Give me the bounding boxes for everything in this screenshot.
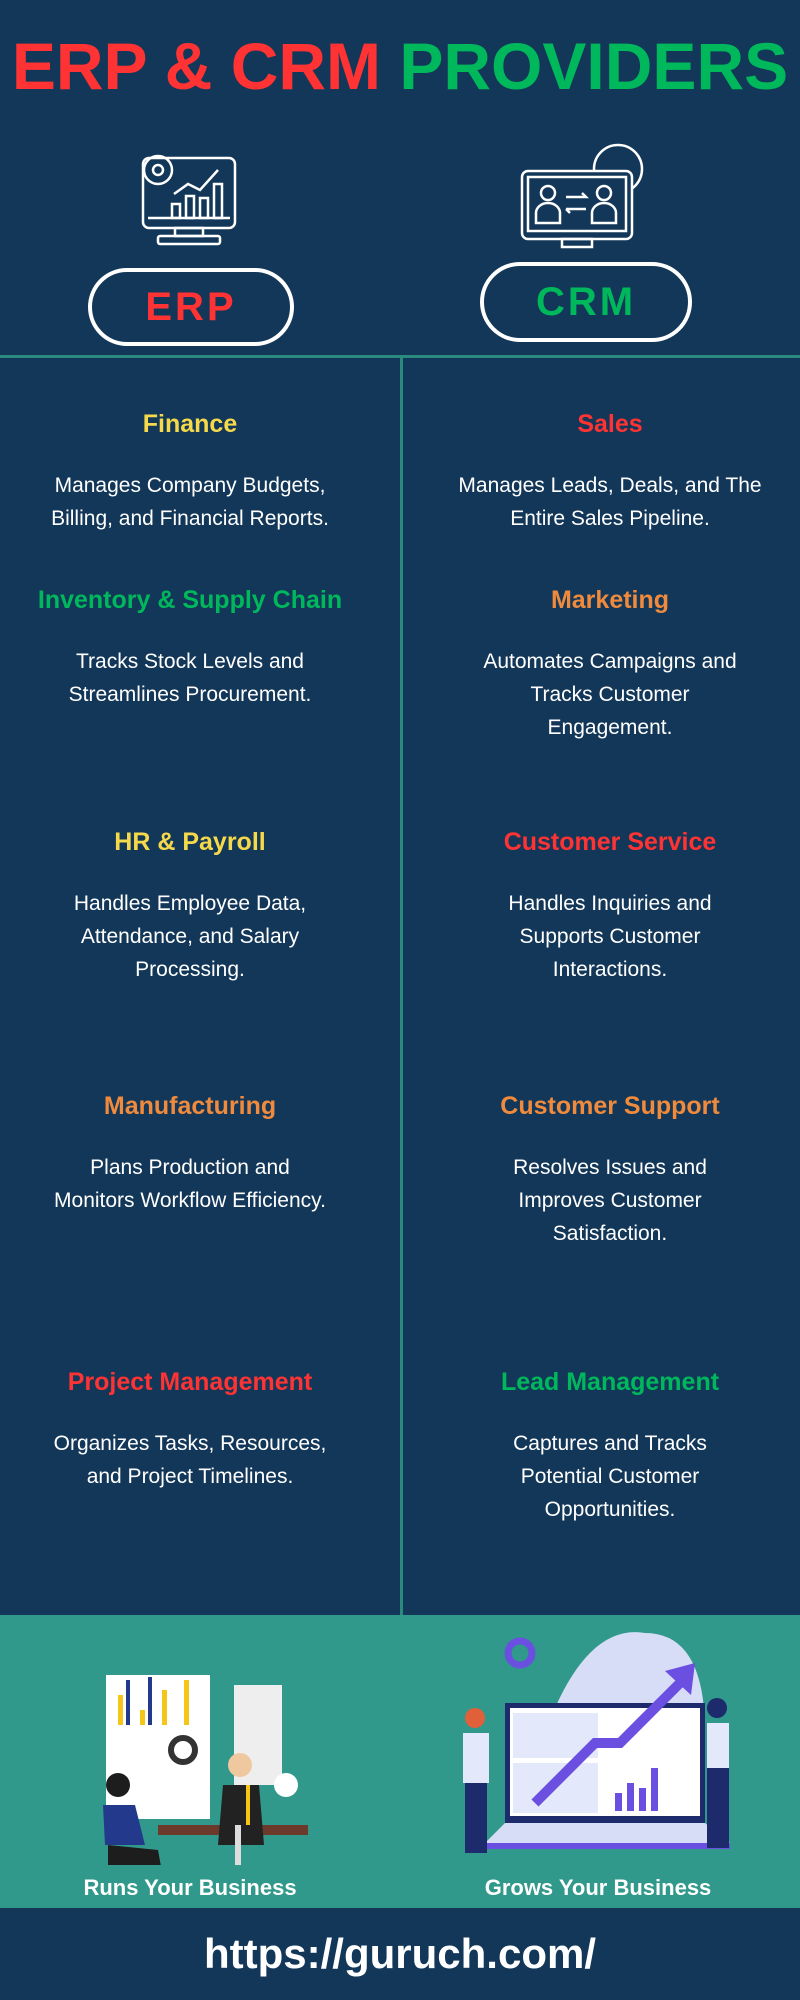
section-description: Handles Inquiries and Supports Customer … bbox=[508, 892, 712, 981]
erp-caption: Runs Your Business bbox=[83, 1875, 297, 1900]
vertical-divider bbox=[400, 357, 403, 1615]
monitor-people-exchange-icon bbox=[520, 143, 644, 249]
section-title: Project Management bbox=[67, 1368, 313, 1396]
section-description: Resolves Issues and Improves Customer Sa… bbox=[513, 1156, 707, 1245]
section-description: Automates Campaigns and Tracks Customer … bbox=[483, 650, 737, 739]
crm-caption: Grows Your Business bbox=[484, 1875, 712, 1900]
section-title: Customer Service bbox=[503, 828, 717, 856]
business-meeting-illustration bbox=[103, 1675, 308, 1865]
erp-pill-button[interactable]: ERP bbox=[88, 268, 294, 346]
section-title: HR & Payroll bbox=[114, 828, 266, 856]
section-title: Marketing bbox=[550, 586, 670, 614]
section-description: Tracks Stock Levels and Streamlines Proc… bbox=[68, 650, 312, 706]
section-description: Captures and Tracks Potential Customer O… bbox=[513, 1432, 707, 1521]
monitor-chart-gear-icon bbox=[141, 154, 237, 246]
section-description: Handles Employee Data, Attendance, and S… bbox=[73, 892, 307, 981]
page-title: ERP & CRM PROVIDERS bbox=[11, 29, 789, 103]
section-title: Finance bbox=[142, 410, 238, 438]
website-link[interactable]: https://guruch.com/ bbox=[204, 1930, 596, 1977]
section-description: Plans Production and Monitors Workflow E… bbox=[54, 1156, 326, 1212]
section-description: Manages Leads, Deals, and The Entire Sal… bbox=[458, 474, 762, 530]
horizontal-divider bbox=[0, 355, 800, 358]
section-description: Manages Company Budgets, Billing, and Fi… bbox=[51, 474, 329, 530]
growth-chart-illustration bbox=[463, 1632, 730, 1853]
footer: https://guruch.com/ bbox=[0, 1908, 800, 2000]
crm-pill-button[interactable]: CRM bbox=[480, 262, 692, 342]
section-title: Inventory & Supply Chain bbox=[37, 586, 343, 614]
section-title: Lead Management bbox=[500, 1368, 720, 1396]
section-description: Organizes Tasks, Resources, and Project … bbox=[53, 1432, 327, 1488]
section-title: Manufacturing bbox=[103, 1092, 277, 1120]
section-title: Customer Support bbox=[500, 1092, 720, 1120]
illustration-band bbox=[0, 1615, 800, 1908]
section-title: Sales bbox=[577, 410, 643, 438]
